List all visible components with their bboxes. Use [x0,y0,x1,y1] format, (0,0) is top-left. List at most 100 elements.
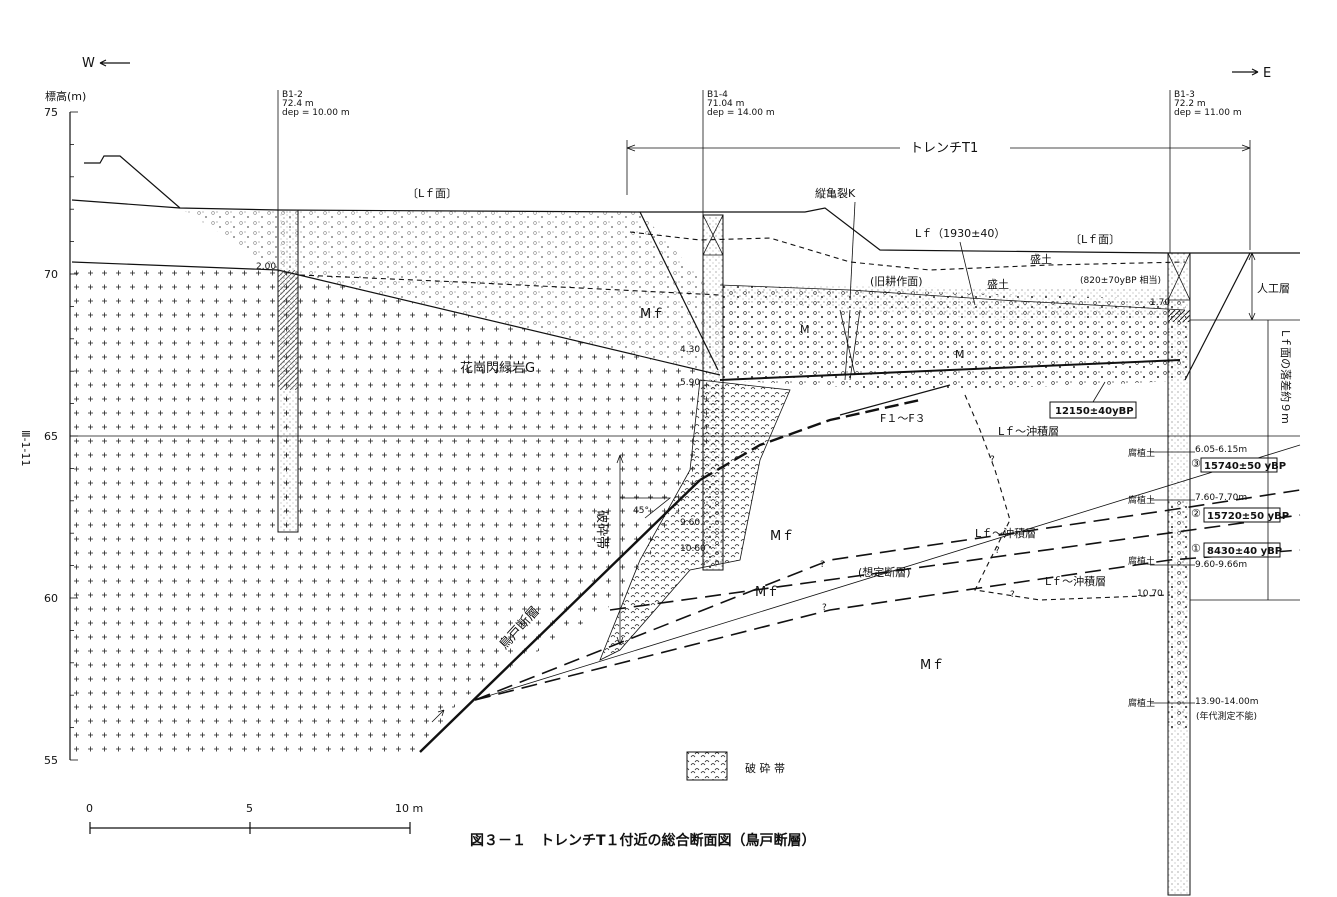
svg-text:6.05-6.15m: 6.05-6.15m [1195,445,1247,455]
svg-text:腐植土: 腐植土 [1128,697,1155,709]
figure-caption: 図３－１ トレンチT１付近の総合断面図（鳥戸断層） [470,832,816,849]
fracture-zone-arrows [616,454,624,646]
scale-10: 10 m [395,802,423,815]
lf-age-label: Lｆ（1930±40） [915,227,1005,240]
mf-label-bottom: Mｆ [920,658,944,673]
axis-tick-label: 70 [44,268,58,281]
trench-label: トレンチT1 [910,141,978,156]
date-box-12150: 12150±40yBP [1049,381,1137,419]
lf-age-leader [959,241,976,306]
fault-f-label: F１～F３ [880,412,926,425]
svg-text:B1-3: B1-3 [1174,90,1195,100]
svg-text:2.00: 2.00 [256,262,276,272]
borehole-b1-4: B1-4 71.04 m dep = 14.00 m 4.30 5.90 9.6… [680,90,775,571]
svg-text:9.60: 9.60 [680,518,700,528]
lf-alluvium-label-3: Lｆ～沖積層 [1045,574,1106,588]
west-label: W [82,56,95,71]
offset-span [1190,319,1300,601]
borehole-b1-2: B1-2 72.4 m dep = 10.00 m 2.00 [256,90,350,533]
crack-leader [849,201,856,301]
trench-fill-layer [720,285,1185,320]
lf-alluvium-label-1: Lｆ～沖積層 [998,424,1059,438]
axis-tick-label: 55 [44,754,58,767]
assumed-fault-label: (想定断層) [858,565,911,579]
fracture-zone-label: 破砕帯 [594,510,609,549]
artificial-layer-label: 人工層 [1257,282,1290,295]
ground-surface-east [640,207,1300,254]
svg-text:dep = 11.00 m: dep = 11.00 m [1174,108,1242,118]
svg-text:?: ? [990,455,995,465]
mf-label-west: Mｆ [640,307,664,322]
axis-tick-label: 60 [44,592,58,605]
dip-symbol-icon [620,497,672,519]
fault-branch-upper [474,444,1301,701]
legend-label: 破 砕 帯 [745,761,785,775]
svg-text:10.60: 10.60 [680,544,706,554]
scale-5: 5 [246,802,253,815]
svg-text:12150±40yBP: 12150±40yBP [1055,406,1134,417]
east-arrow-icon [1232,68,1259,76]
axis-tick-label: 65 [44,430,58,443]
mf-label-lower: Mｆ [755,585,779,600]
svg-text:1.70: 1.70 [1150,298,1170,308]
fill-label-1: 盛土 [1030,252,1052,266]
scale-0: 0 [86,802,93,815]
mf-internal-dashed [299,274,721,296]
svg-text:15720±50 yBP: 15720±50 yBP [1207,511,1289,522]
lf-alluvium-label-2: Lｆ～沖積層 [975,526,1036,540]
svg-text:dep = 14.00 m: dep = 14.00 m [707,108,775,118]
west-arrow-icon [99,59,130,67]
svg-text:?: ? [995,546,1000,556]
svg-text:?: ? [822,603,827,613]
lf-surface-east: 〔Lｆ面〕 [1070,233,1120,246]
svg-text:4.30: 4.30 [680,345,700,355]
fault-arrow-lower [431,709,445,723]
date-small: (820±70yBP 相当) [1080,274,1161,286]
trench-dimension-arrows [626,144,1251,152]
svg-text:13.90-14.00m: 13.90-14.00m [1195,697,1259,707]
svg-text:5.90: 5.90 [680,378,700,388]
granite-label: 花崗閃緑岩G [460,360,535,376]
crack-label: 縦亀裂K [815,186,856,200]
main-fault-upper [699,398,921,482]
svg-text:③: ③ [1191,457,1201,470]
granite-body [72,262,720,752]
legend-swatch [686,751,728,781]
date-box-8430: ① 8430±40 yBP [1191,542,1282,558]
svg-text:dep = 10.00 m: dep = 10.00 m [282,108,350,118]
side-page-label: Ⅲ-1-11 [19,430,32,467]
svg-text:腐植土: 腐植土 [1128,555,1155,567]
old-surface-line [719,284,1186,311]
svg-text:8430±40 yBP: 8430±40 yBP [1207,546,1282,557]
svg-text:B1-4: B1-4 [707,90,728,100]
fill-label-2: 盛土 [987,277,1009,291]
svg-text:腐植土: 腐植土 [1128,447,1155,459]
assumed-fault-1 [474,489,1301,701]
mf-gravel-wedge [180,208,720,375]
ground-surface-west [84,155,641,213]
f-fault-line [839,384,951,416]
trench-east-wall [1184,252,1251,381]
svg-text:9.60-9.66m: 9.60-9.66m [1195,560,1247,570]
date-box-15720: ② 15720±50 yBP [1191,507,1289,523]
main-fault-line [419,479,701,753]
east-label: E [1263,66,1271,81]
svg-text:②: ② [1191,507,1201,520]
humus-markers: 腐植土 6.05-6.15m 腐植土 7.60-7.70m 腐植土 9.60-9… [1128,445,1259,722]
axis-title: 標高(m) [45,89,86,103]
mf-trench-label: M [800,323,810,336]
svg-text:腐植土: 腐植土 [1128,494,1155,506]
svg-text:B1-2: B1-2 [282,90,303,100]
lf-surface-west: 〔Lｆ面〕 [407,187,457,200]
artificial-layer-span [1248,252,1256,321]
svg-text:15740±50 yBP: 15740±50 yBP [1204,461,1286,472]
mf-label-center: Mｆ [770,529,794,544]
offset-label: Lｆ面の落差約９m [1279,330,1293,424]
svg-text:?: ? [1010,590,1015,600]
old-surface-label: (旧耕作面) [870,274,923,288]
svg-text:72.4 m: 72.4 m [282,99,314,109]
trench-dashed-upper [629,231,1186,271]
date-box-15740: ③ 15740±50 yBP [1191,457,1286,473]
scale-bar [89,822,411,834]
